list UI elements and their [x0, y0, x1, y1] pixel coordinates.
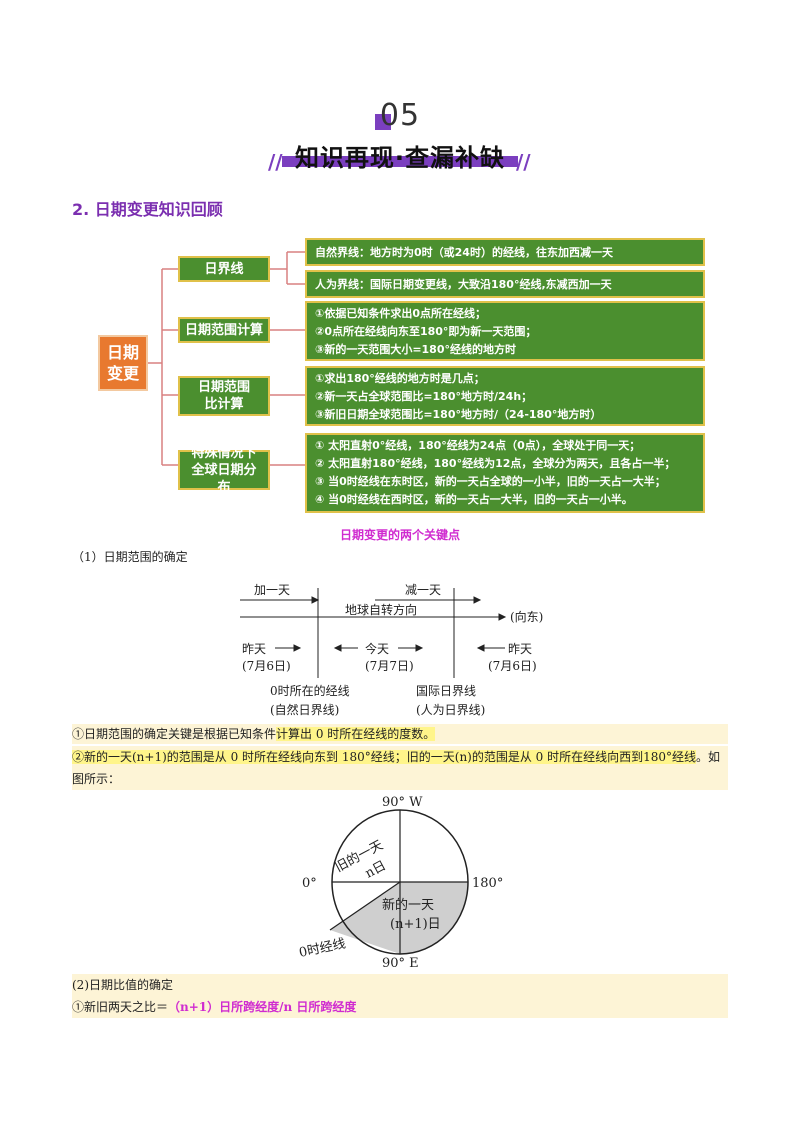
mindmap-root: 日期变更	[98, 335, 148, 391]
label-rotation: 地球自转方向	[345, 602, 417, 617]
label-yesterday-right: 昨天	[508, 642, 532, 656]
label-old-n: n日	[363, 858, 389, 881]
label-zero-line: 0时所在的经线	[270, 683, 350, 698]
slash-decoration-right: //	[516, 150, 531, 174]
mindmap-branch-ratio-calc: 日期范围比计算	[178, 376, 270, 416]
label-today: 今天	[365, 641, 389, 656]
point-1: ①日期范围的确定关键是根据已知条件计算出 0 时所在经线的度数。	[72, 724, 728, 744]
paragraph-heading-1: （1）日期范围的确定	[72, 550, 188, 564]
ratio-section: (2)日期比值的确定 ①新旧两天之比＝（n+1）日所跨经度/n 日所跨经度	[72, 974, 728, 1018]
mindmap-branch-date-line: 日界线	[178, 256, 270, 282]
mindmap-branch-special-cases: 特殊情况下全球日期分布	[178, 446, 270, 495]
label-date-right: (7月6日)	[488, 659, 537, 673]
date-range-diagram: 加一天 减一天 地球自转方向 (向东) 昨天 (7月6日) 今天 (7月7日) …	[240, 583, 543, 717]
label-east: (向东)	[510, 609, 543, 624]
mindmap-leaf-natural-line: 自然界线：地方时为0时（或24时）的经线，往东加西减一天	[305, 238, 705, 266]
mindmap-branch-range-calc: 日期范围计算	[178, 317, 270, 343]
new-day-region	[330, 882, 468, 954]
section-heading: 2. 日期变更知识回顾	[72, 200, 223, 219]
mindmap-connectors	[148, 251, 305, 466]
date-circle-diagram: 90° W 90° E 0° 180° 旧的一天 n日 新的一天 (n+1)日 …	[298, 795, 504, 970]
header-underline-bar	[282, 156, 518, 167]
slash-decoration-left: //	[268, 150, 283, 174]
label-0-deg: 0°	[302, 876, 317, 891]
mindmap-caption: 日期变更的两个关键点	[339, 528, 460, 542]
label-add-day: 加一天	[254, 583, 290, 597]
mindmap-leaf-ratio-calc: ①求出180°经线的地方时是几点； ②新一天占全球范围比=180°地方时/24h…	[305, 366, 705, 426]
label-zero-meridian: 0时经线	[298, 936, 347, 961]
point-2: ②新的一天(n+1)的范围是从 0 时所在经线向东到 180°经线；旧的一天(n…	[72, 746, 728, 790]
label-date-left: (7月6日)	[242, 659, 291, 673]
label-new-day: 新的一天	[382, 897, 434, 913]
label-sub-day: 减一天	[405, 583, 441, 597]
label-zero-line-sub: (自然日界线)	[270, 702, 339, 717]
mindmap-leaf-range-calc: ①依据已知条件求出0点所在经线； ②0点所在经线向东至180°即为新一天范围； …	[305, 301, 705, 361]
header-accent-square	[375, 114, 391, 130]
label-90e: 90° E	[382, 956, 419, 970]
page-title: 知识再现·查漏补缺	[294, 144, 506, 172]
label-180-deg: 180°	[472, 876, 503, 891]
label-idl-sub: (人为日界线)	[416, 703, 485, 717]
label-idl: 国际日界线	[416, 684, 476, 698]
label-90w: 90° W	[382, 795, 423, 810]
mindmap-leaf-artificial-line: 人为界线：国际日期变更线，大致沿180°经线,东减西加一天	[305, 270, 705, 298]
label-yesterday-left: 昨天	[242, 642, 266, 656]
mindmap-leaf-special-cases: ① 太阳直射0°经线，180°经线为24点（0点），全球处于同一天； ② 太阳直…	[305, 433, 705, 513]
label-new-n: (n+1)日	[390, 917, 441, 932]
label-date-mid: (7月7日)	[365, 659, 414, 673]
section-number: 05	[379, 98, 421, 133]
